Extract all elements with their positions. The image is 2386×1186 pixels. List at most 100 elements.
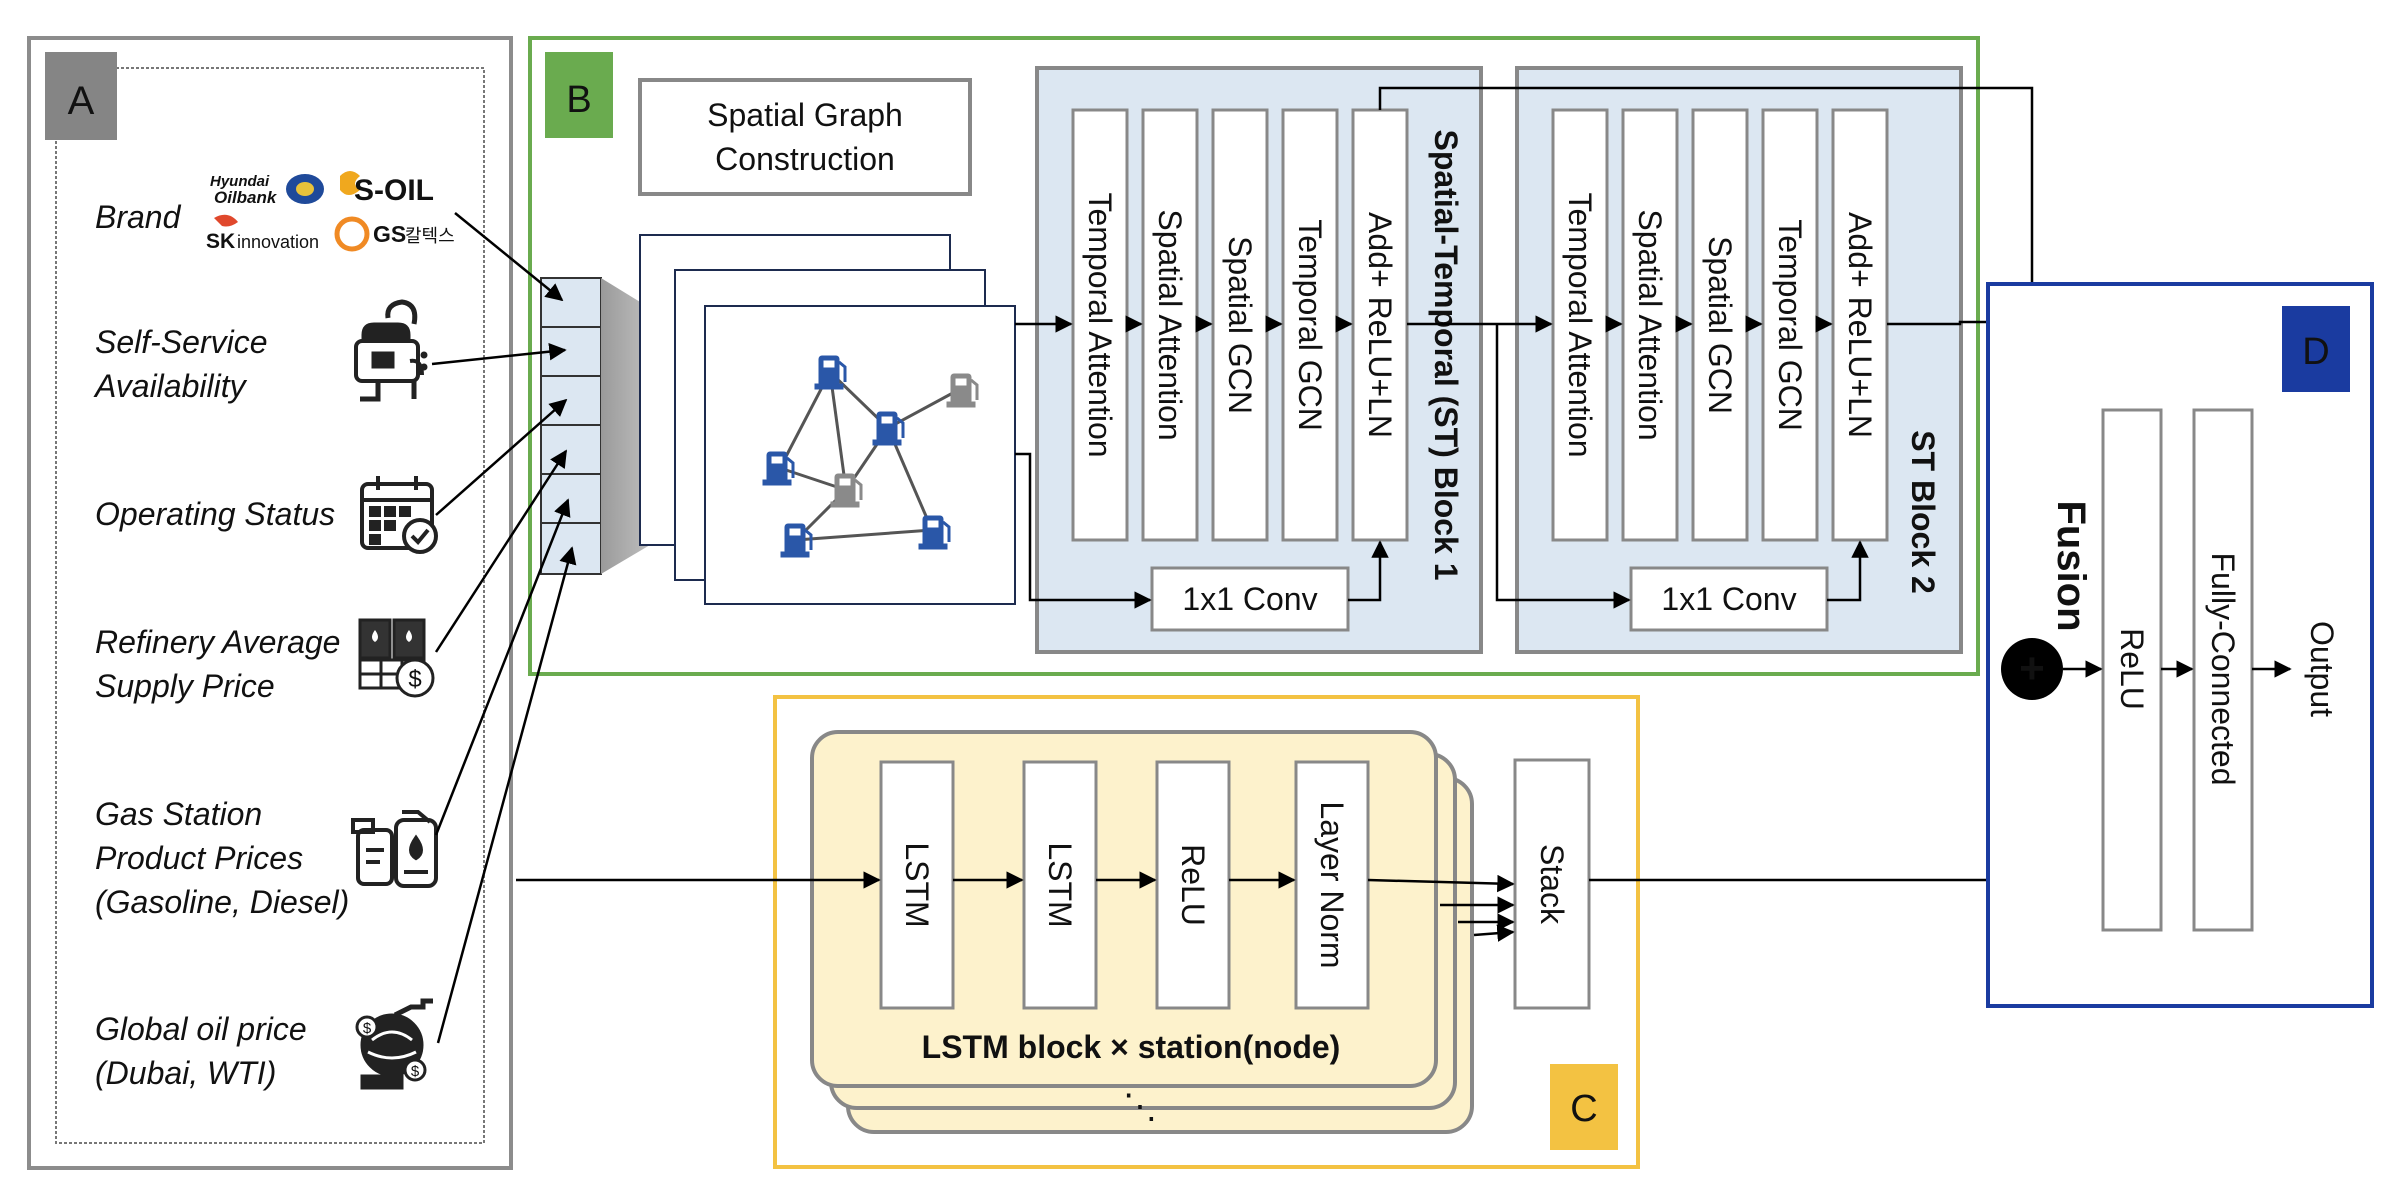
st1-temporal-gcn <box>1281 108 1339 542</box>
input-operating-status: Operating Status <box>95 496 335 532</box>
gs-icon <box>334 216 370 252</box>
sk-icon <box>214 214 238 227</box>
lstm-layer-2 <box>1022 760 1098 1010</box>
svg-text:$: $ <box>411 1063 420 1080</box>
logo-oilbank: Oilbank <box>214 188 278 207</box>
lstm-layer-1 <box>879 760 955 1010</box>
st1-conv <box>1150 566 1350 632</box>
lstm-layer-2-label: LSTM <box>1042 842 1078 927</box>
st2-add-relu-ln <box>1831 108 1889 542</box>
fusion-title: Fusion <box>2049 500 2093 631</box>
input-refinery-line1: Refinery Average <box>95 624 340 660</box>
input-refinery-line2: Supply Price <box>95 668 275 704</box>
input-station-prices: Gas Station Product Prices (Gasoline, Di… <box>95 796 349 920</box>
st2-spatial-attention <box>1621 108 1679 542</box>
st2-spatial-attention-label: Spatial Attention <box>1632 209 1668 440</box>
plus-node-icon <box>2001 638 2063 700</box>
panel-d-label: D <box>2302 331 2329 373</box>
st1-title: Spatial-Temporal (ST) Block 1 <box>1428 129 1464 580</box>
input-station-line2: Product Prices <box>95 840 303 876</box>
input-station-line3: (Gasoline, Diesel) <box>95 884 349 920</box>
spatial-graph-construction: Spatial Graph Construction <box>638 78 972 196</box>
st-block-1: Temporal Attention Spatial Attention Spa… <box>1035 66 1483 654</box>
st1-layers: Temporal Attention Spatial Attention Spa… <box>1071 108 1409 542</box>
feature-vector <box>540 277 602 575</box>
stack-box: Stack <box>1513 758 1591 1010</box>
fusion-plus: + <box>2019 644 2045 693</box>
lstm-layer-norm <box>1294 760 1370 1010</box>
logo-soil: S-OIL <box>354 174 434 207</box>
st1-add-relu-ln-label: Add+ ReLU+LN <box>1362 212 1398 438</box>
input-self-service: Self-Service Availability <box>93 324 268 404</box>
lstm-relu-label: ReLU <box>1175 844 1211 926</box>
lstm-layer-norm-label: Layer Norm <box>1314 801 1350 968</box>
st2-temporal-attention <box>1551 108 1609 542</box>
logo-caltex: 칼텍스 <box>405 226 455 246</box>
st2-temporal-gcn-label: Temporal GCN <box>1772 219 1808 431</box>
sgc-line2: Construction <box>715 141 895 177</box>
st2-layers: Temporal Attention Spatial Attention Spa… <box>1551 108 1889 542</box>
lstm-block-label: LSTM block × station(node) <box>922 1029 1341 1065</box>
st1-temporal-gcn-label: Temporal GCN <box>1292 219 1328 431</box>
relu-label: ReLU <box>2114 628 2150 710</box>
svg-text:$: $ <box>408 666 421 693</box>
panel-c-label: C <box>1570 1088 1597 1130</box>
input-global-oil: Global oil price (Dubai, WTI) <box>95 1011 307 1091</box>
lstm-layers: LSTM LSTM ReLU Layer Norm <box>879 760 1370 1010</box>
self-service-icon <box>354 299 428 402</box>
logo-sk: SK <box>206 230 235 253</box>
st2-spatial-gcn-label: Spatial GCN <box>1702 236 1738 414</box>
panel-d-badge <box>2282 306 2350 392</box>
lstm-ellipsis: ⋱ <box>1123 1088 1157 1126</box>
logo-hyundai: Hyundai <box>210 173 270 190</box>
input-brand-label: Brand <box>95 199 182 235</box>
graph-frames <box>639 234 1016 605</box>
input-global-oil-line1: Global oil price <box>95 1011 307 1047</box>
panel-b-badge <box>545 52 613 138</box>
st1-conv-label: 1x1 Conv <box>1182 581 1317 617</box>
st-block-2: Temporal Attention Spatial Attention Spa… <box>1515 66 1963 654</box>
st2-add-relu-ln-label: Add+ ReLU+LN <box>1842 212 1878 438</box>
st2-temporal-attention-label: Temporal Attention <box>1562 192 1598 457</box>
st2-conv <box>1629 566 1829 632</box>
panel-a-label: A <box>68 79 95 123</box>
panel-d: D Fusion + ReLU Fully-Connected Output <box>1986 282 2374 1008</box>
st1-spatial-gcn <box>1211 108 1269 542</box>
brand-logos: Hyundai Oilbank S-OIL SK innovation GS 칼… <box>205 166 463 256</box>
input-brand: Brand <box>95 199 182 235</box>
input-refinery-price: Refinery Average Supply Price <box>95 624 340 704</box>
fc-box <box>2192 408 2254 932</box>
relu-box <box>2101 408 2163 932</box>
product-prices-icon <box>351 810 438 888</box>
input-arrows <box>431 212 577 1044</box>
soil-icon <box>340 171 360 195</box>
lstm-layer-1-label: LSTM <box>899 842 935 927</box>
fc-label: Fully-Connected <box>2205 553 2241 786</box>
st1-spatial-attention-label: Spatial Attention <box>1152 209 1188 440</box>
lstm-relu <box>1155 760 1231 1010</box>
input-global-oil-line2: (Dubai, WTI) <box>95 1055 276 1091</box>
sgc-line1: Spatial Graph <box>707 97 903 133</box>
st2-temporal-gcn <box>1761 108 1819 542</box>
st2-conv-label: 1x1 Conv <box>1661 581 1796 617</box>
st1-add-relu-ln <box>1351 108 1409 542</box>
panel-b-label: B <box>566 79 591 121</box>
calendar-icon <box>360 476 438 554</box>
input-self-service-line2: Availability <box>93 368 248 404</box>
panel-c-badge <box>1550 1064 1618 1150</box>
logo-innovation: innovation <box>237 232 319 252</box>
st1-temporal-attention-label: Temporal Attention <box>1082 192 1118 457</box>
input-self-service-line1: Self-Service <box>95 324 268 360</box>
input-operating-status-label: Operating Status <box>95 496 335 532</box>
global-oil-icon: $ $ <box>355 998 433 1090</box>
output-label: Output <box>2304 621 2340 717</box>
st1-spatial-gcn-label: Spatial GCN <box>1222 236 1258 414</box>
logo-gs: GS <box>373 221 406 247</box>
stack-label: Stack <box>1534 844 1570 925</box>
refinery-price-icon: $ <box>358 618 435 698</box>
lstm-block <box>810 730 1438 1088</box>
input-station-line1: Gas Station <box>95 796 262 832</box>
st2-title: ST Block 2 <box>1905 430 1941 594</box>
svg-text:$: $ <box>363 1020 372 1037</box>
panel-a-badge <box>45 52 117 140</box>
